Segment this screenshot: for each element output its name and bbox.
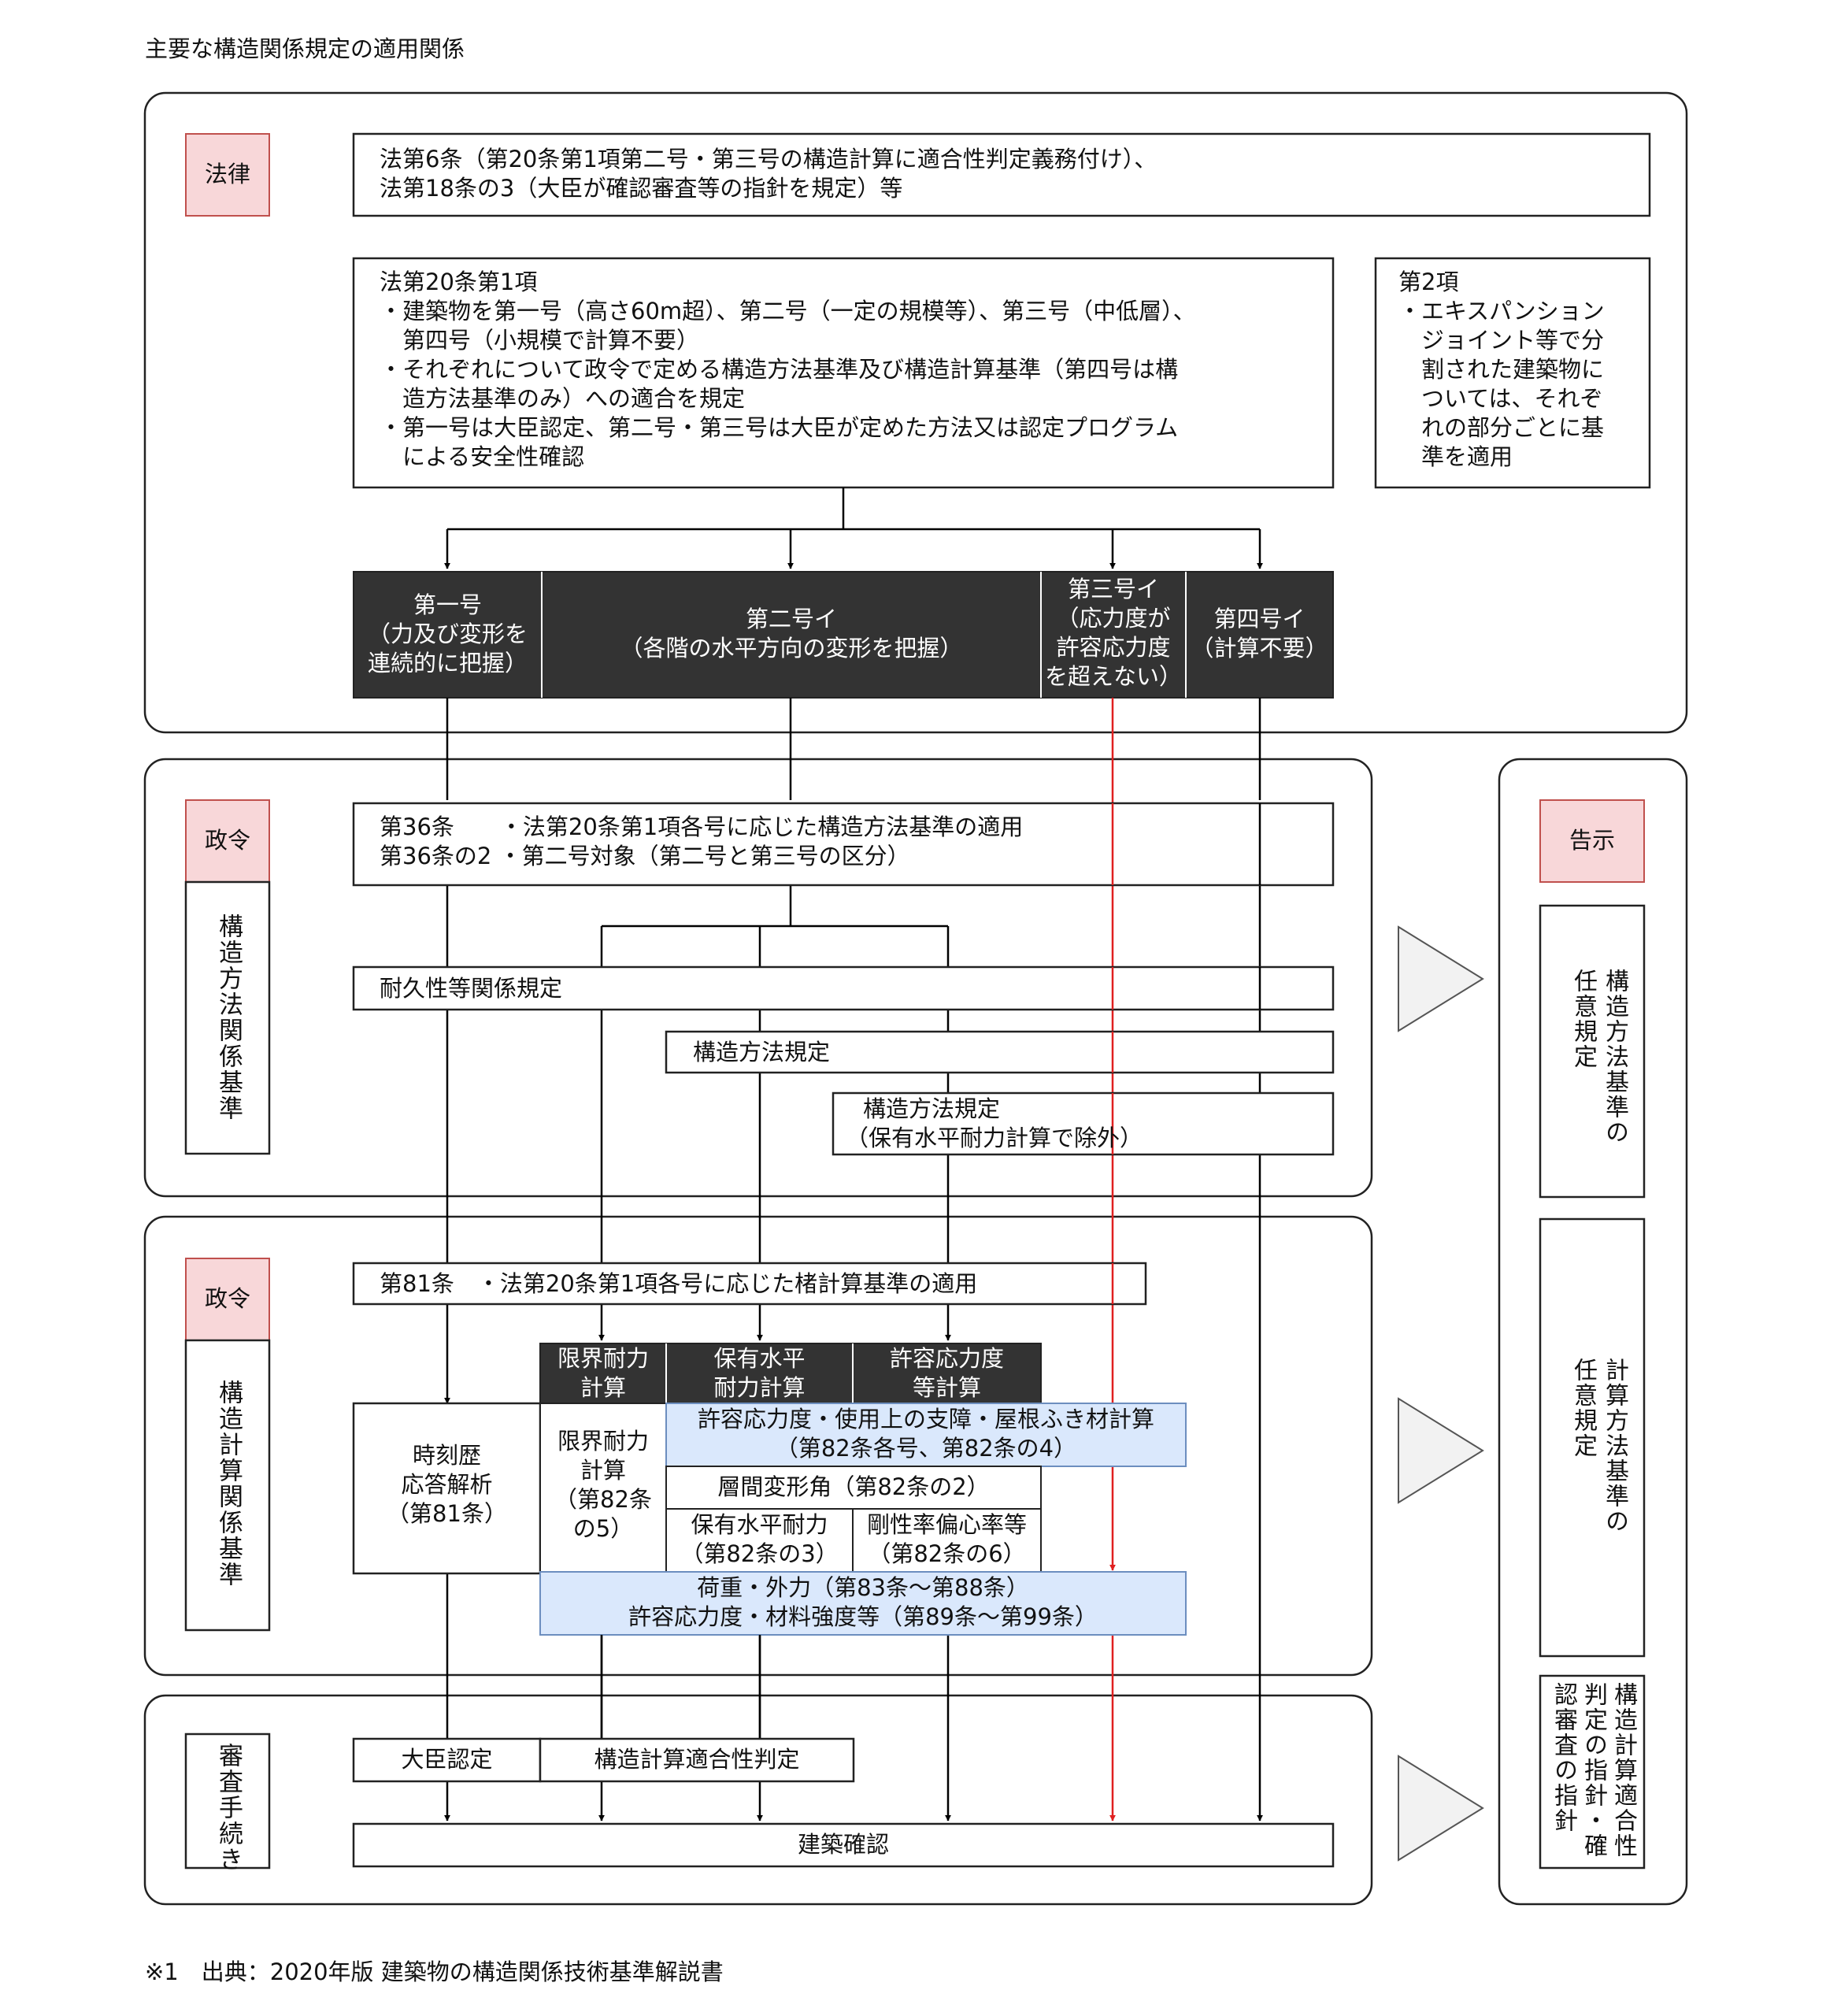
review-section-frame [143, 1694, 1373, 1906]
notice-section-frame [1498, 758, 1688, 1906]
confirmation-label: 建築確認 [797, 1831, 889, 1858]
notice-calc-box [1539, 1217, 1646, 1658]
time-history-box [352, 1402, 542, 1575]
durability-box [352, 965, 1335, 1011]
rigidity-cell-text: 剛性率偏心率等 （第82条の6） [866, 1511, 1027, 1567]
limit-strength-text: 限界耐力 計算 （第82条 の5） [554, 1428, 652, 1542]
header-limit: 限界耐力 計算 [557, 1345, 649, 1401]
method-tag: 政令 [204, 827, 250, 854]
header-ultimate: 保有水平 耐力計算 [713, 1345, 806, 1401]
notice-tag-box [1539, 799, 1645, 883]
conformity-box [539, 1737, 855, 1783]
law-top-text: 法第6条（第20条第1項第二号・第三号の構造計算に適合性判定義務付け）、 法第1… [380, 146, 1157, 202]
notice-tag: 告示 [1569, 827, 1615, 854]
method-section-frame [143, 758, 1373, 1198]
loads-row [539, 1571, 1187, 1636]
confirmation-box [352, 1822, 1335, 1868]
structural-method-box [665, 1030, 1335, 1074]
art36-text: 第36条 ・法第20条第1項各号に応じた構造方法基準の適用 第36条の2 ・第二… [380, 813, 1024, 869]
notice-method-box [1539, 904, 1646, 1199]
review-side-label: 審査手続き [214, 1743, 243, 1873]
law-section-frame [143, 91, 1688, 734]
review-side-box [184, 1732, 271, 1870]
structural-method-excl-text: 構造方法規定 （保有水平耐力計算で除外） [846, 1095, 1143, 1151]
law-tag-box [185, 133, 270, 217]
rigidity-cell [852, 1508, 1042, 1573]
art36-box [352, 802, 1335, 887]
art81-label: 第81条 ・法第20条第1項各号に応じた楮計算基準の適用 [380, 1270, 978, 1297]
conformity-label: 構造計算適合性判定 [594, 1746, 800, 1773]
calc-tag: 政令 [204, 1285, 250, 1312]
notice-review-label: 構造計算適合性判定の指針・確認審査の指針 [1550, 1682, 1637, 1858]
art20-text: 法第20条第1項 ・建築物を第一号（高さ60m超）、第二号（一定の規模等）、第三… [380, 269, 1196, 470]
para2-text: 第2項 ・エキスパンション ジョイント等で分 割された建築物に ついては、それぞ… [1398, 269, 1605, 470]
loads-row-text: 荷重・外力（第83条～第88条） 許容応力度・材料強度等（第89条～第99条） [628, 1574, 1098, 1630]
page-title: 主要な構造関係規定の適用関係 [145, 35, 465, 62]
ultimate-cell-text: 保有水平耐力 （第82条の3） [680, 1511, 839, 1567]
calc-tag-box [185, 1258, 270, 1341]
allowable-row-text: 許容応力度・使用上の支障・屋根ふき材計算 （第82条各号、第82条の4） [697, 1406, 1154, 1462]
category-3: 第三号イ （応力度が 許容応力度 を超えない） [1044, 576, 1182, 690]
triangle-arrow-icon [1398, 1397, 1484, 1504]
minister-box [352, 1737, 542, 1783]
drift-row [665, 1466, 1042, 1510]
notice-calc-label: 計算方法基準の任意規定 [1569, 1358, 1628, 1534]
calc-section-frame [143, 1215, 1373, 1677]
structural-method-excl-box [832, 1091, 1335, 1156]
art81-box [352, 1262, 1147, 1306]
law-top-box [352, 132, 1651, 217]
calc-side-label: 構造計算関係基準 [214, 1380, 243, 1588]
notice-method-label: 構造方法基準の任意規定 [1569, 969, 1628, 1145]
minister-label: 大臣認定 [401, 1746, 493, 1773]
time-history-text: 時刻歴 応答解析 （第81条） [387, 1442, 507, 1527]
footnote: ※1 出典：2020年版 建築物の構造関係技術基準解説書 [145, 1959, 724, 1985]
category-1: 第一号 （力及び変形を 連続的に把握） [367, 591, 528, 676]
allowable-row [665, 1403, 1187, 1467]
header-allowable: 許容応力度 等計算 [889, 1345, 1004, 1401]
triangle-arrow-icon [1398, 1755, 1484, 1862]
calc-side-box [184, 1339, 271, 1632]
method-side-label: 構造方法関係基準 [214, 914, 243, 1121]
drift-row-text: 層間変形角（第82条の2） [717, 1473, 990, 1500]
notice-review-box [1539, 1674, 1646, 1870]
triangle-arrow-icon [1398, 925, 1484, 1032]
law-tag: 法律 [204, 161, 250, 187]
category-row [353, 571, 1334, 699]
durability-label: 耐久性等関係規定 [380, 975, 563, 1002]
method-side-box [184, 880, 271, 1155]
para2-box [1374, 257, 1651, 489]
category-2: 第二号イ （各階の水平方向の変形を把握） [620, 606, 963, 662]
limit-strength-cell [539, 1403, 667, 1573]
method-tag-box [185, 799, 270, 883]
category-4: 第四号イ （計算不要） [1191, 606, 1328, 662]
structural-method-label: 構造方法規定 [693, 1039, 831, 1065]
art20-box [352, 257, 1335, 489]
